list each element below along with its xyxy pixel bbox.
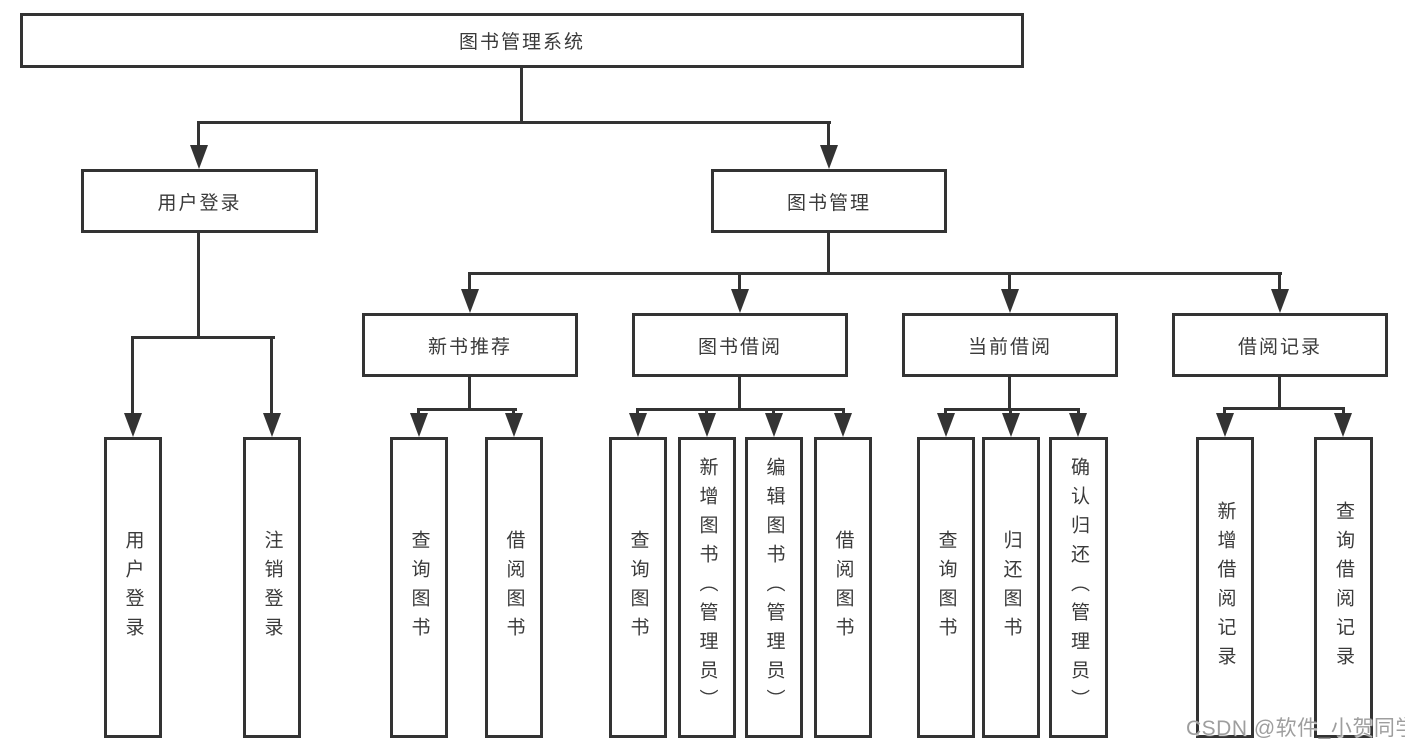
node-label: 用户登录 xyxy=(157,192,242,214)
arrowhead-down-icon xyxy=(1271,289,1289,313)
arrowhead-down-icon xyxy=(1069,413,1087,437)
node-label: 图书借阅 xyxy=(697,336,782,358)
node-label: 查询借阅记录 xyxy=(1333,500,1354,675)
connector-line xyxy=(131,336,275,339)
arrowhead-down-icon xyxy=(1001,289,1019,313)
connector-line xyxy=(738,375,741,411)
node-label: 当前借阅 xyxy=(967,336,1052,358)
arrowhead-down-icon xyxy=(410,413,428,437)
connector-line xyxy=(131,336,134,418)
arrowhead-down-icon xyxy=(505,413,523,437)
arrowhead-down-icon xyxy=(731,289,749,313)
arrowhead-down-icon xyxy=(1216,413,1234,437)
connector-line xyxy=(468,272,1282,275)
node-label: 编辑图书（管理员） xyxy=(763,457,785,718)
node-label: 查询图书 xyxy=(627,529,649,646)
node-label: 借阅图书 xyxy=(832,529,854,646)
leaf-borrow-books: 借阅图书 xyxy=(814,437,872,738)
connector-line xyxy=(1008,272,1011,294)
node-label: 确认归还（管理员） xyxy=(1068,457,1089,718)
arrowhead-down-icon xyxy=(937,413,955,437)
leaf-add-books-admin: 新增图书（管理员） xyxy=(678,437,736,738)
leaf-return-books: 归还图书 xyxy=(982,437,1040,738)
node-label: 注销登录 xyxy=(261,529,283,646)
node-label: 借阅图书 xyxy=(503,529,525,646)
connector-line xyxy=(197,121,831,124)
connector-line xyxy=(197,231,200,339)
csdn-watermark: CSDN @软件_小贺同学 xyxy=(1186,717,1405,740)
connector-line xyxy=(827,121,830,151)
leaf-user-login: 用户登录 xyxy=(104,437,162,738)
arrowhead-down-icon xyxy=(1002,413,1020,437)
node-book-borrowing: 图书借阅 xyxy=(632,313,848,377)
node-book-management: 图书管理 xyxy=(711,169,947,233)
node-label: 新书推荐 xyxy=(427,336,512,358)
connector-line xyxy=(468,375,471,411)
connector-line xyxy=(1342,407,1345,417)
arrowhead-down-icon xyxy=(124,413,142,437)
connector-line xyxy=(520,66,523,123)
node-borrowing-records: 借阅记录 xyxy=(1172,313,1388,377)
arrowhead-down-icon xyxy=(1334,413,1352,437)
connector-line xyxy=(1278,374,1281,410)
connector-line xyxy=(417,408,517,411)
arrowhead-down-icon xyxy=(698,413,716,437)
leaf-add-borrow-record: 新增借阅记录 xyxy=(1196,437,1254,738)
node-current-borrowing: 当前借阅 xyxy=(902,313,1118,377)
leaf-logout: 注销登录 xyxy=(243,437,301,738)
node-label: 归还图书 xyxy=(1000,529,1022,646)
connector-line xyxy=(1278,272,1281,294)
connector-line xyxy=(1223,407,1345,410)
connector-line xyxy=(270,336,273,418)
leaf-search-books-recommend: 查询图书 xyxy=(390,437,448,738)
arrowhead-down-icon xyxy=(190,145,208,169)
node-label: 查询图书 xyxy=(935,529,957,646)
leaf-borrow-books-recommend: 借阅图书 xyxy=(485,437,543,738)
node-label: 用户登录 xyxy=(122,529,144,646)
node-library-management-system: 图书管理系统 xyxy=(20,13,1024,68)
connector-line xyxy=(944,408,1080,411)
node-label: 图书管理系统 xyxy=(458,32,585,53)
connector-line xyxy=(827,231,830,275)
leaf-search-books-current: 查询图书 xyxy=(917,437,975,738)
leaf-search-books-borrowing: 查询图书 xyxy=(609,437,667,738)
connector-line xyxy=(1223,407,1226,417)
node-new-book-recommendation: 新书推荐 xyxy=(362,313,578,377)
connector-line xyxy=(1008,375,1011,411)
node-user-login: 用户登录 xyxy=(81,169,318,233)
node-label: 借阅记录 xyxy=(1237,336,1322,358)
arrowhead-down-icon xyxy=(834,413,852,437)
leaf-edit-books-admin: 编辑图书（管理员） xyxy=(745,437,803,738)
node-label: 图书管理 xyxy=(786,192,871,214)
arrowhead-down-icon xyxy=(263,413,281,437)
connector-line xyxy=(468,272,471,294)
arrowhead-down-icon xyxy=(820,145,838,169)
arrowhead-down-icon xyxy=(765,413,783,437)
node-label: 新增借阅记录 xyxy=(1214,500,1236,675)
connector-line xyxy=(197,121,200,151)
arrowhead-down-icon xyxy=(461,289,479,313)
leaf-confirm-return-admin: 确认归还（管理员） xyxy=(1049,437,1108,738)
connector-line xyxy=(636,408,845,411)
arrowhead-down-icon xyxy=(629,413,647,437)
node-label: 查询图书 xyxy=(408,529,430,646)
leaf-search-borrow-record: 查询借阅记录 xyxy=(1314,437,1373,738)
connector-line xyxy=(738,272,741,294)
node-label: 新增图书（管理员） xyxy=(696,457,718,718)
